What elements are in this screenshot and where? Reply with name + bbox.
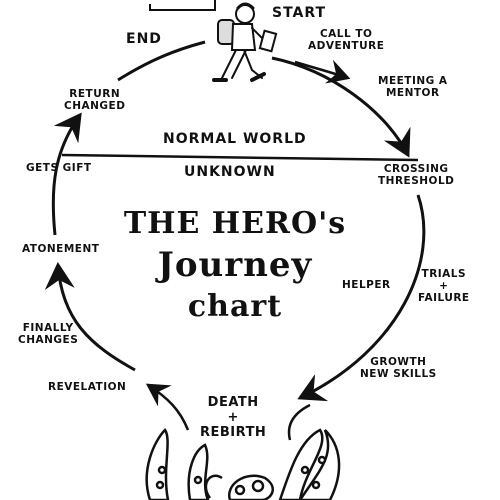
hero-figure: [212, 2, 278, 82]
stage-return-text: RETURN CHANGED: [64, 88, 126, 113]
tentacle-monster: [145, 403, 341, 500]
stage-death-rebirth: DEATH + REBIRTH: [200, 395, 267, 441]
world-divider-line: [61, 153, 419, 162]
stage-helper: HELPER: [342, 279, 391, 291]
stage-revelation: REVELATION: [48, 381, 127, 393]
stage-growth: GROWTH NEW SKILLS: [360, 356, 437, 380]
cycle-arc-right: [271, 56, 411, 158]
stage-end: END: [126, 31, 162, 47]
stage-start: START: [272, 5, 327, 21]
stage-death-text: DEATH + REBIRTH: [200, 395, 267, 440]
stage-meeting-mentor: MEETING A MENTOR: [378, 75, 448, 99]
stage-crossing-threshold: CROSSING THRESHOLD: [378, 163, 454, 187]
stage-mentor-text: MEETING A MENTOR: [378, 75, 448, 100]
cycle-arc-top-left: [117, 40, 206, 82]
cycle-arc-left: [51, 112, 82, 236]
cycle-arc-right-lower: [297, 194, 426, 402]
stage-call-to-adventure: CALL TO ADVENTURE: [308, 28, 384, 52]
stage-growth-text: GROWTH NEW SKILLS: [360, 356, 437, 381]
unknown-label: UNKNOWN: [184, 164, 276, 180]
stage-return-changed: RETURN CHANGED: [64, 88, 125, 112]
stage-finally-text: FINALLY CHANGES: [18, 322, 79, 347]
arrow-call-to-mentor: [294, 59, 351, 84]
stage-call-text: CALL TO ADVENTURE: [308, 28, 385, 53]
stage-atonement: ATONEMENT: [22, 243, 100, 255]
stage-gets-gift: GETS GIFT: [26, 162, 92, 174]
top-box-edge: [149, 0, 216, 11]
stage-finally-changes: FINALLY CHANGES: [18, 322, 78, 346]
cycle-arc-left-lower: [44, 262, 136, 372]
stage-trials-text: TRIALS + FAILURE: [418, 268, 470, 305]
title-line-3: chart: [187, 289, 283, 324]
arrow-death-to-revelation: [145, 383, 190, 431]
stage-threshold-text: CROSSING THRESHOLD: [378, 163, 455, 188]
normal-world-label: NORMAL WORLD: [163, 131, 307, 147]
diagram-title: THE HERO's Journey chart: [120, 206, 350, 324]
stage-trials-failure: TRIALS + FAILURE: [418, 268, 470, 304]
title-line-1: THE HERO's: [123, 206, 347, 241]
title-line-2: Journey: [157, 245, 313, 285]
